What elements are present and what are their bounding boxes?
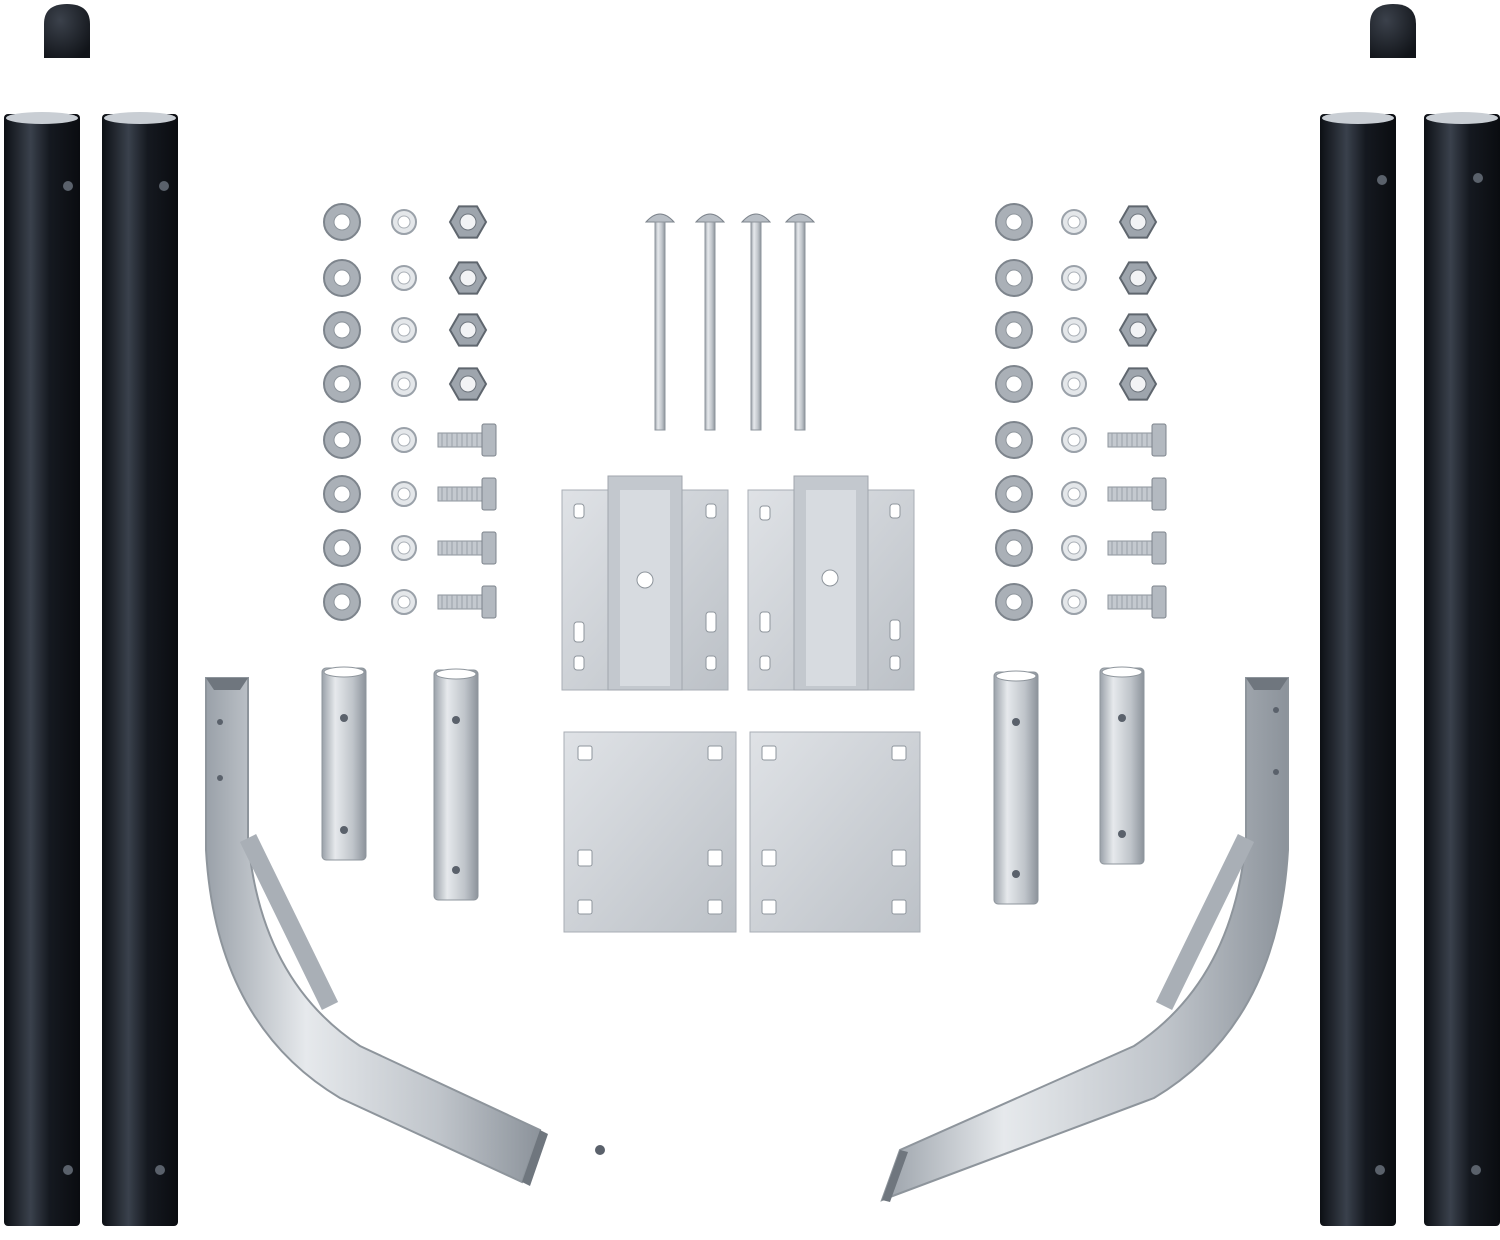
lock-washer-icon	[1061, 317, 1087, 343]
lock-washer-icon	[1061, 535, 1087, 561]
hardware-group-right	[995, 203, 1167, 621]
flat-washer-icon	[995, 529, 1033, 567]
flat-washer-icon	[323, 311, 361, 349]
hex-bolt-icon	[437, 477, 497, 511]
lock-washer-icon	[391, 481, 417, 507]
hex-nut-icon	[1118, 261, 1158, 295]
guide-post-3	[1320, 112, 1396, 1226]
lock-washer-icon	[391, 265, 417, 291]
carriage-bolt-icon	[784, 213, 816, 431]
carriage-bolt-icon	[694, 213, 726, 431]
u-bracket-right	[747, 475, 915, 691]
u-bracket-left	[561, 475, 729, 691]
flat-washer-icon	[323, 475, 361, 513]
sleeve-tube-icon	[993, 670, 1039, 905]
hex-bolt-icon	[437, 585, 497, 619]
lock-washer-icon	[391, 427, 417, 453]
flat-washer-icon	[995, 311, 1033, 349]
sleeve-tube-icon	[433, 668, 479, 901]
guide-post-1	[4, 112, 80, 1226]
guide-post-4	[1424, 112, 1500, 1226]
flat-washer-icon	[995, 421, 1033, 459]
flat-washer-icon	[323, 529, 361, 567]
lock-washer-icon	[1061, 481, 1087, 507]
sleeve-tube-icon	[321, 666, 367, 861]
flat-washer-icon	[995, 475, 1033, 513]
sleeve-set	[321, 666, 1145, 905]
post-cap-left	[44, 4, 90, 58]
lock-washer-icon	[1061, 427, 1087, 453]
lock-washer-icon	[1061, 209, 1087, 235]
hex-nut-icon	[1118, 367, 1158, 401]
guide-post-2	[102, 112, 178, 1226]
flat-washer-icon	[323, 203, 361, 241]
hex-bolt-icon	[1107, 585, 1167, 619]
bent-arm-left	[205, 677, 605, 1186]
flat-washer-icon	[323, 421, 361, 459]
hex-nut-icon	[448, 261, 488, 295]
hex-bolt-icon	[1107, 477, 1167, 511]
flat-washer-icon	[323, 583, 361, 621]
hex-bolt-icon	[1107, 531, 1167, 565]
sleeve-tube-icon	[1099, 666, 1145, 865]
carriage-bolt-icon	[740, 213, 772, 431]
lock-washer-icon	[1061, 265, 1087, 291]
lock-washer-icon	[1061, 371, 1087, 397]
carriage-bolt-icon	[644, 213, 676, 431]
hex-nut-icon	[448, 313, 488, 347]
post-cap-right	[1370, 4, 1416, 58]
hex-nut-icon	[1118, 205, 1158, 239]
flat-washer-icon	[995, 259, 1033, 297]
bent-arm-right	[880, 677, 1289, 1202]
flat-washer-icon	[995, 203, 1033, 241]
hex-nut-icon	[448, 205, 488, 239]
hex-bolt-icon	[437, 423, 497, 457]
flat-plate-left	[563, 731, 737, 933]
lock-washer-icon	[391, 317, 417, 343]
hex-bolt-icon	[1107, 423, 1167, 457]
flat-washer-icon	[323, 365, 361, 403]
lock-washer-icon	[1061, 589, 1087, 615]
lock-washer-icon	[391, 209, 417, 235]
hex-nut-icon	[448, 367, 488, 401]
hex-bolt-icon	[437, 531, 497, 565]
lock-washer-icon	[391, 589, 417, 615]
lock-washer-icon	[391, 535, 417, 561]
lock-washer-icon	[391, 371, 417, 397]
hex-nut-icon	[1118, 313, 1158, 347]
flat-washer-icon	[995, 583, 1033, 621]
flat-plate-right	[749, 731, 921, 933]
flat-washer-icon	[995, 365, 1033, 403]
hardware-group-left	[323, 203, 497, 621]
flat-washer-icon	[323, 259, 361, 297]
carriage-bolt-set	[644, 213, 816, 431]
